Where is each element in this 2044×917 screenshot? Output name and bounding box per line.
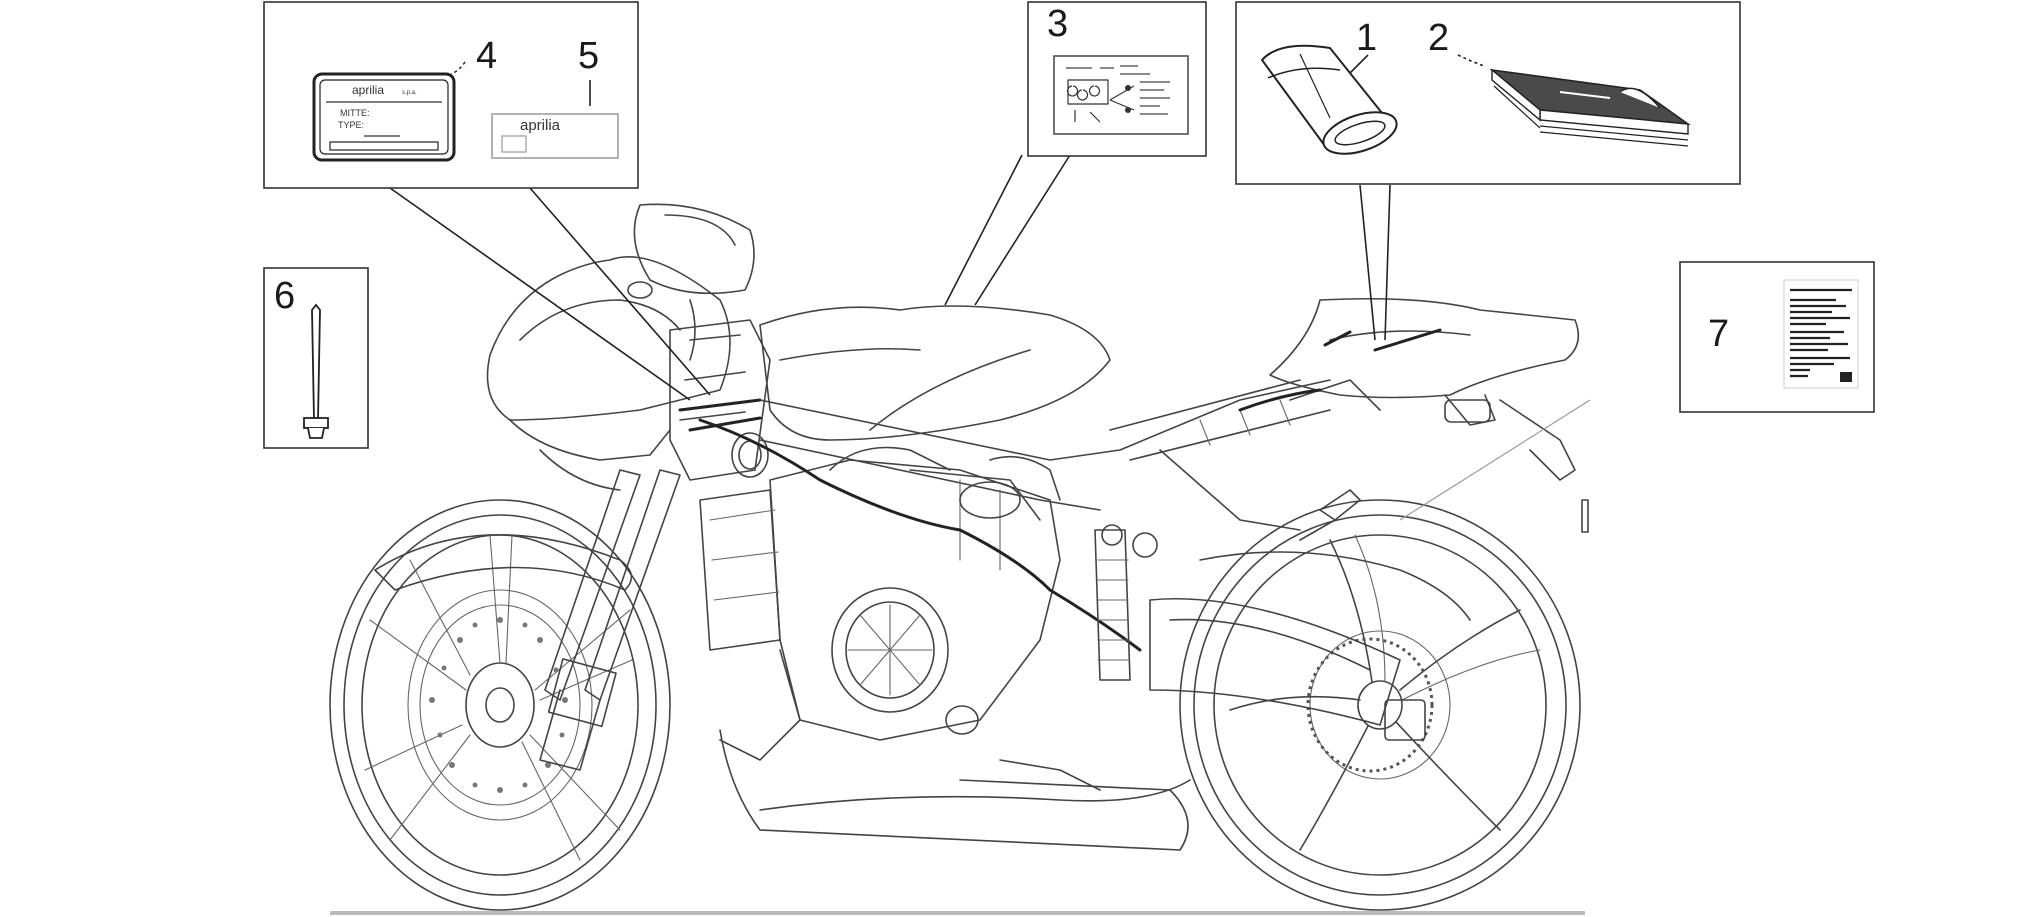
belly-pan [719, 729, 1191, 851]
rear-hugger [1199, 551, 1471, 621]
callout-box-toolkit: 1 2 [1235, 1, 1741, 185]
cable-harness [698, 418, 1052, 592]
fuel-tank [759, 305, 1111, 441]
plate-suffix: s.p.a. [402, 90, 417, 96]
front-wheel [329, 499, 671, 911]
identification-plate-icon: aprilia s.p.a. MITTE: TYPE: [312, 72, 456, 162]
callout-number-7: 7 [1708, 313, 1729, 355]
front-fork [539, 469, 681, 771]
motorcycle-outline [329, 203, 1589, 915]
cable-tail [1238, 388, 1322, 412]
plate-type: TYPE: [338, 120, 364, 130]
frame [759, 379, 1381, 531]
callout-number-2: 2 [1428, 17, 1449, 59]
callout-box-plates: aprilia s.p.a. MITTE: TYPE: 4 aprilia 5 [263, 1, 639, 189]
leader-4 [389, 187, 691, 401]
tail-section [1269, 297, 1589, 533]
rear-wheel [1179, 499, 1581, 911]
rear-shock [1094, 524, 1158, 681]
plate-mitte: MITTE: [340, 108, 370, 118]
owners-manual-icon [1489, 68, 1691, 147]
brand-label-icon: aprilia [491, 113, 619, 159]
front-fender [374, 534, 633, 591]
callout-number-3: 3 [1047, 3, 1068, 45]
callout-box-wiring-label: 3 [1027, 1, 1207, 157]
rivet-icon [303, 303, 329, 439]
leader-7 [1399, 399, 1591, 521]
wiring-label-icon [1053, 55, 1189, 135]
engine [699, 446, 1061, 761]
swingarm [1149, 597, 1426, 741]
plate-brand: aprilia [352, 83, 384, 97]
rear-sprocket [1306, 637, 1434, 773]
footpeg-bracket [1299, 489, 1361, 541]
callout-box-emission-label: 7 [1679, 261, 1875, 413]
emission-label-icon [1783, 279, 1859, 389]
front-brake-disc [429, 617, 568, 793]
label5-brand: aprilia [520, 117, 561, 134]
callout-number-4: 4 [476, 35, 497, 77]
leader-3 [944, 154, 1071, 306]
callout-number-1: 1 [1356, 17, 1377, 59]
steering-head [669, 319, 771, 481]
callout-number-5: 5 [578, 35, 599, 77]
leader-1-2 [1359, 184, 1391, 341]
front-fairing [486, 203, 755, 491]
cloth-roll-icon [1260, 44, 1398, 155]
leader-5 [529, 187, 711, 396]
callout-number-6: 6 [274, 275, 295, 317]
callout-box-rivet: 6 [263, 267, 369, 449]
leader-lines [389, 154, 1591, 521]
